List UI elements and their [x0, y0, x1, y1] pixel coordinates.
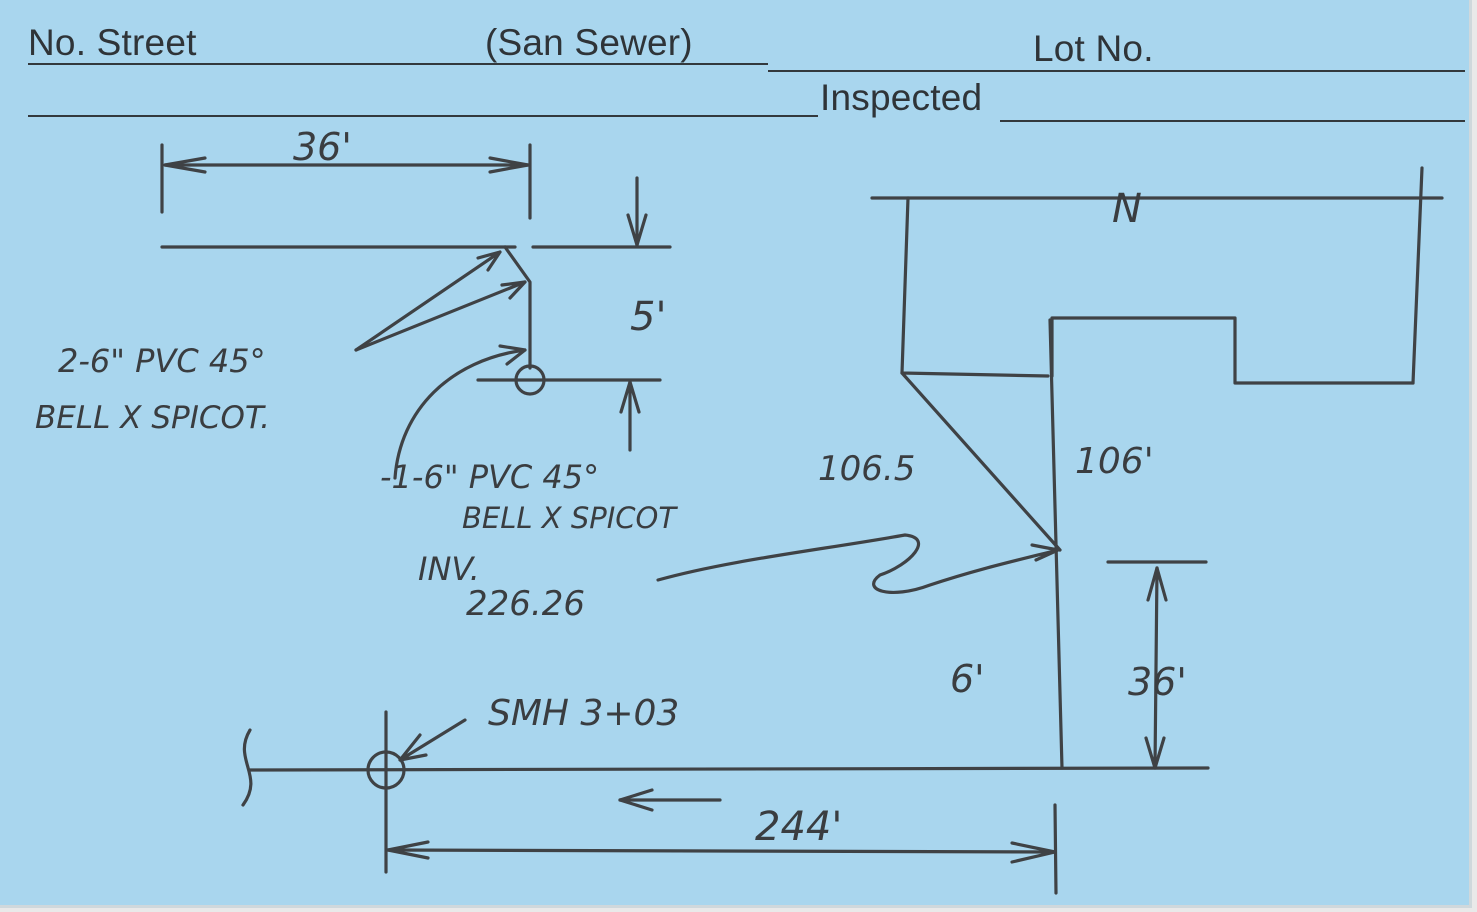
no-street-label: No. Street: [28, 22, 197, 63]
elev-right-text: 106': [1075, 441, 1154, 482]
dim-right-head-bottom: [1144, 736, 1166, 770]
building-lateral-diag: [900, 371, 1062, 552]
fitting-upper-line2: BELL X SPICOT.: [35, 400, 270, 436]
dim-vert-head-bottom: [619, 380, 641, 414]
fitting-lower-line2: BELL X SPICOT: [462, 501, 678, 535]
north-marker: N: [1112, 186, 1142, 232]
dim-top-text: 36': [293, 125, 352, 169]
dim-bottom-tick-right: [1053, 803, 1058, 895]
dim-right-text: 36': [1128, 660, 1187, 704]
dim-bottom-head-left: [386, 840, 430, 860]
pipe-bend: [503, 245, 532, 370]
leader-upper-1: [354, 250, 502, 352]
leader-upper-2: [354, 280, 527, 352]
san-sewer-label: (San Sewer): [485, 22, 693, 63]
plan-right-edge: [1411, 166, 1424, 385]
flow-arrow-head: [618, 788, 654, 812]
header-rule-top: [28, 63, 768, 65]
main-break-symbol: [241, 728, 253, 807]
manhole-label: SMH 3+03: [488, 693, 679, 734]
building-outline: [900, 196, 1415, 385]
dim-bottom-head-right: [1010, 841, 1057, 864]
dim-vertical-text: 5': [630, 294, 666, 340]
lot-no-label: Lot No.: [1033, 28, 1154, 69]
header-rule-bottom-right: [1000, 120, 1465, 122]
inspected-label: Inspected: [820, 77, 983, 118]
inv-label: INV.: [418, 550, 480, 588]
header-rule-top-right: [768, 70, 1465, 72]
fitting-upper-line1: 2-6" PVC 45°: [58, 342, 266, 380]
dim-right-head-top: [1146, 566, 1168, 602]
leader-lower: [393, 344, 527, 480]
dim-bottom-line: [386, 848, 1057, 854]
inv-value: 226.26: [466, 584, 585, 624]
fitting-lower-line1: -1-6" PVC 45°: [380, 458, 599, 496]
lateral-vertical: [1048, 318, 1064, 770]
header-rule-bottom: [28, 115, 818, 117]
sewer-main-line: [248, 766, 1210, 772]
manhole-leader: [398, 718, 467, 762]
inv-leader: [656, 533, 1060, 594]
dim-offset-text: 6': [950, 657, 985, 701]
dim-bottom-text: 244': [755, 804, 842, 850]
elev-left-text: 106.5: [818, 449, 915, 489]
dim-top-arrow-right: [488, 156, 530, 174]
dim-right-line: [1153, 566, 1159, 770]
dim-top-arrow-left: [163, 156, 207, 174]
dim-vert-head-top: [626, 213, 648, 247]
